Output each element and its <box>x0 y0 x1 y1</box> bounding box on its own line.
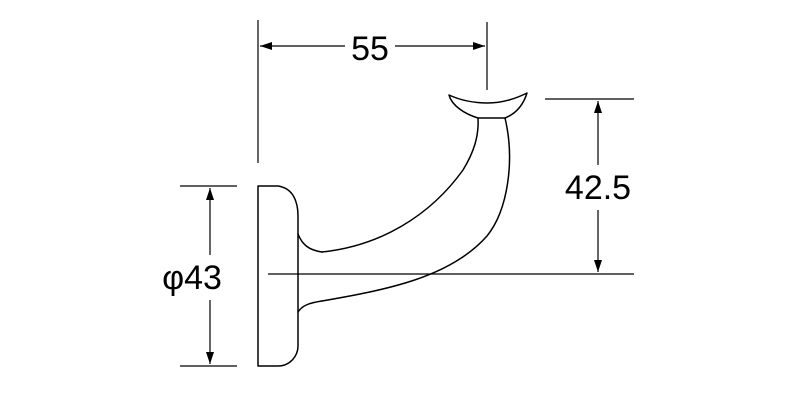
height-dimension: 42.5 <box>268 98 634 275</box>
wall-flange <box>257 185 299 367</box>
height-label: 42.5 <box>565 169 631 207</box>
saddle-cup <box>448 92 528 119</box>
width-label: 55 <box>351 30 389 68</box>
flange-neck-upper <box>297 233 323 253</box>
width-dimension: 55 <box>257 20 488 163</box>
diameter-dimension: φ43 <box>162 185 237 367</box>
flange-neck-lower <box>297 300 323 313</box>
arm-lower-edge <box>321 117 511 302</box>
diameter-label: φ43 <box>162 259 222 297</box>
arm-upper-edge <box>321 117 479 253</box>
bracket-body <box>257 92 528 367</box>
